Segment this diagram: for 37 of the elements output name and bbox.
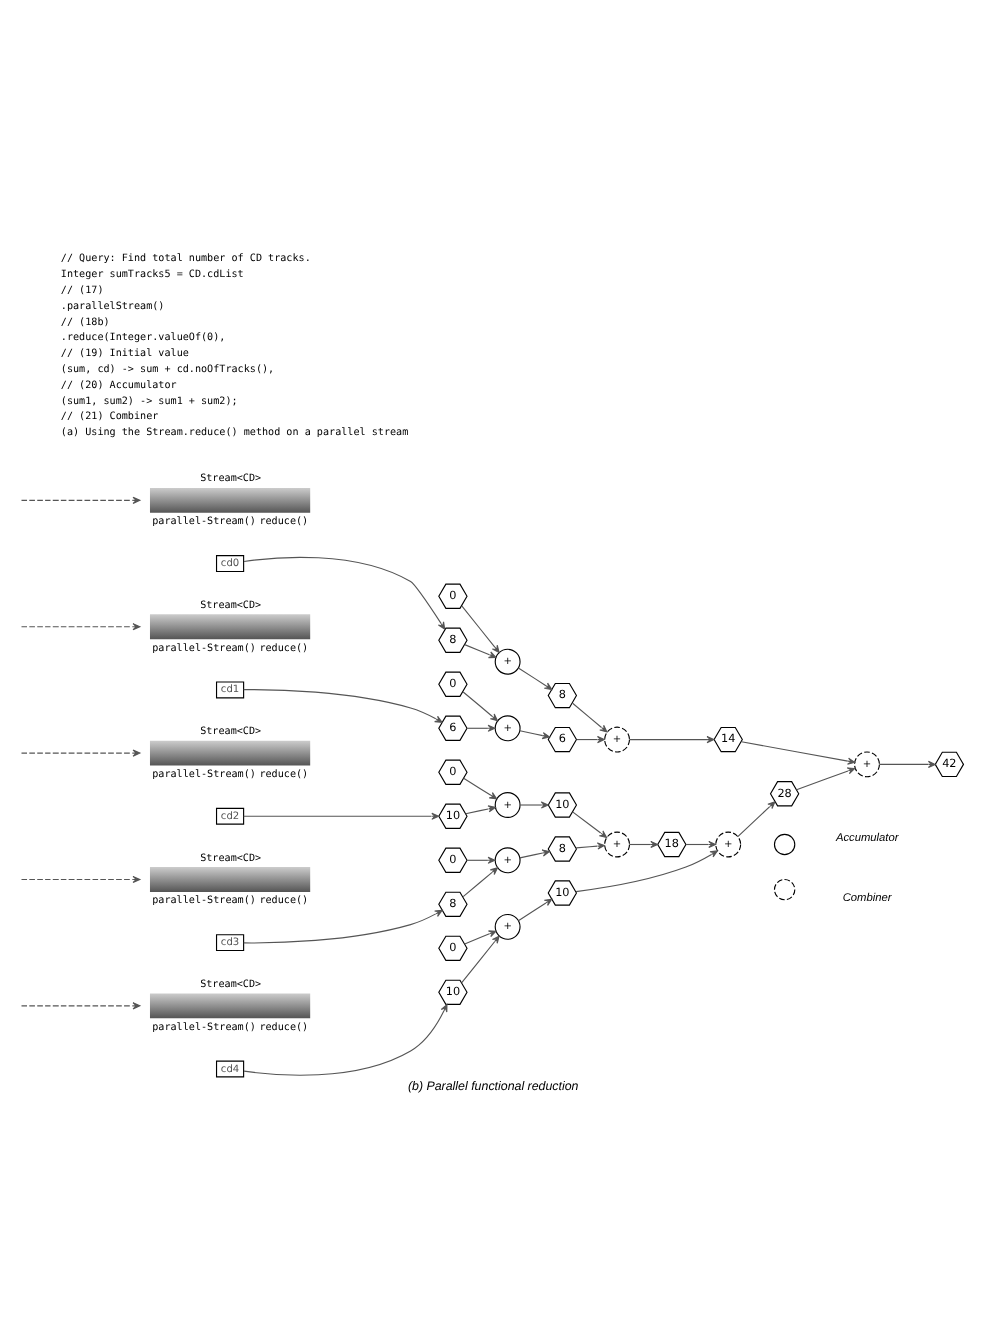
arrow: [464, 643, 497, 658]
node-box: [150, 992, 311, 1018]
arrow: [685, 839, 717, 848]
arrow: [466, 855, 496, 863]
arrow: [463, 776, 498, 799]
arrow: [466, 723, 496, 731]
arrow: [575, 841, 605, 849]
arrow: [629, 734, 715, 743]
arrow: [519, 800, 549, 808]
arrow: [461, 934, 500, 983]
arrow: [519, 848, 550, 858]
arrow: [572, 701, 608, 732]
arrow: [243, 555, 446, 629]
arrow: [740, 740, 856, 764]
arrow: [465, 804, 496, 814]
arrow: [461, 604, 500, 652]
node-box: [150, 613, 311, 639]
node-box: [150, 866, 311, 891]
arrow: [464, 929, 497, 944]
arrow: [517, 897, 553, 921]
arrow: [572, 810, 608, 837]
node-box: [150, 739, 311, 765]
arrow: [576, 734, 605, 743]
arrow: [629, 839, 659, 848]
arrow: [796, 766, 856, 790]
arrow: [462, 690, 499, 721]
arrow: [737, 800, 776, 837]
arrow: [243, 688, 443, 722]
arrow: [243, 908, 443, 943]
arrow: [243, 811, 440, 819]
arrow: [519, 729, 550, 739]
arrow: [575, 849, 718, 892]
arrow: [517, 666, 553, 689]
node-box: [150, 486, 311, 512]
arrow: [462, 866, 499, 897]
arrow: [879, 759, 936, 767]
arrow: [243, 1003, 448, 1075]
